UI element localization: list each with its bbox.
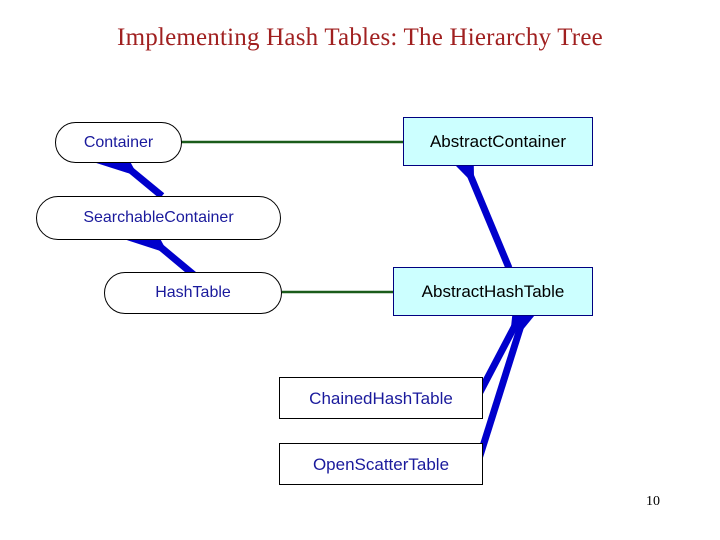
node-hash-table-label: HashTable xyxy=(155,284,231,301)
edge-extends-searchable-to-container xyxy=(95,136,165,199)
edge-extends-hashtable-to-searchable xyxy=(125,213,197,278)
edge-extends-openscatter-to-abstracthash xyxy=(474,290,547,464)
node-container-label: Container xyxy=(83,133,154,151)
page-number: 10 xyxy=(646,494,660,509)
node-abstract-hash-table[interactable]: AbstractHashTable xyxy=(393,267,593,316)
node-chained-hash-table[interactable]: ChainedHashTable xyxy=(279,377,483,419)
edge-extends-abstracthash-to-abstractcontainer xyxy=(442,139,513,270)
node-container[interactable]: Container xyxy=(55,122,182,163)
node-abstract-hash-table-label: AbstractHashTable xyxy=(421,282,565,301)
node-chained-hash-table-label: ChainedHashTable xyxy=(309,388,453,408)
node-open-scatter-table-label: OpenScatterTable xyxy=(312,454,450,474)
node-open-scatter-table[interactable]: OpenScatterTable xyxy=(279,443,483,485)
node-searchable-container[interactable]: SearchableContainer xyxy=(36,196,281,240)
node-searchable-container-label: SearchableContainer xyxy=(83,209,234,226)
node-abstract-container[interactable]: AbstractContainer xyxy=(403,117,593,166)
node-abstract-container-label: AbstractContainer xyxy=(429,132,567,151)
node-hash-table[interactable]: HashTable xyxy=(104,272,282,314)
page-title: Implementing Hash Tables: The Hierarchy … xyxy=(117,24,603,51)
edge-extends-chained-to-abstracthash xyxy=(474,289,545,398)
